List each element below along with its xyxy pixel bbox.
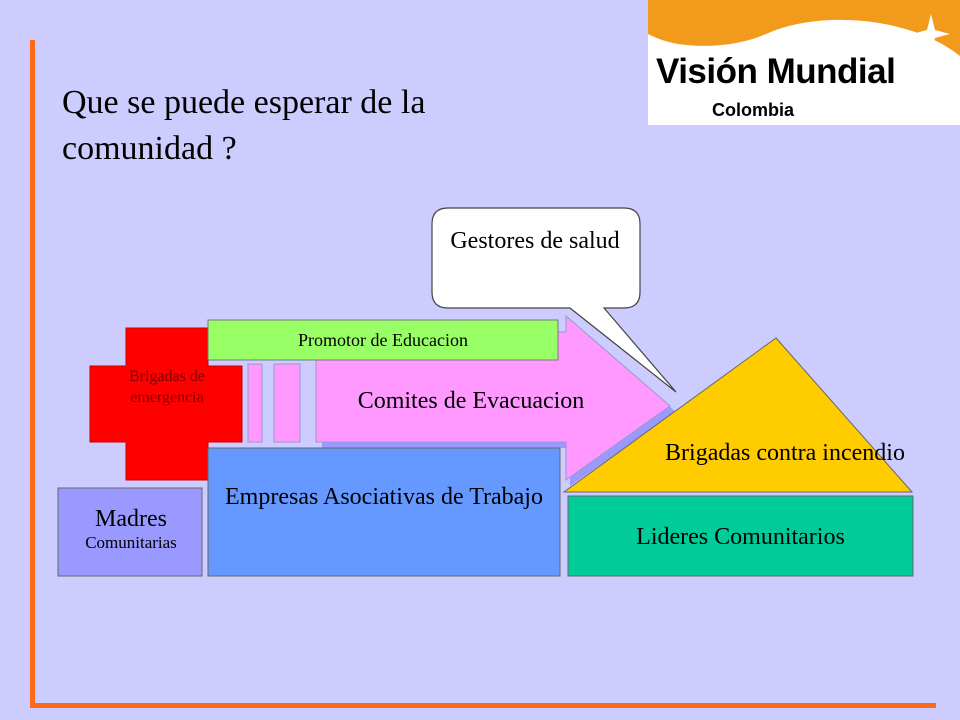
madres-box (57, 487, 203, 577)
madres-label: Madres Comunitarias (58, 506, 204, 553)
star-icon (912, 14, 950, 54)
logo-country: Colombia (712, 100, 795, 120)
empresas-label: Empresas Asociativas de Trabajo (225, 484, 543, 510)
empresas-box (207, 447, 561, 577)
slide-frame-bottom (30, 703, 936, 708)
madres-label-line1: Madres (95, 506, 167, 532)
lideres-label: Lideres Comunitarios (636, 524, 845, 550)
brigadas-incendio-label: Brigadas contra incendio (665, 440, 905, 466)
promotor-box (207, 319, 559, 361)
callout-label: Gestores de salud (450, 228, 620, 254)
promotor-label: Promotor de Educacion (298, 330, 468, 350)
slide-frame-left (30, 40, 35, 708)
triangle-label-clip: Brigadas contra incendio (560, 420, 920, 492)
brigadas-incendio-triangle (562, 337, 914, 493)
arrow-stripe (273, 363, 301, 443)
logo-swoosh-icon (648, 0, 960, 56)
arrow-stripe (247, 363, 263, 443)
vision-mundial-logo: Visión Mundial Colombia (648, 0, 960, 125)
comites-label: Comites de Evacuacion (357, 388, 585, 414)
slide-title: Que se puede esperar de la comunidad ? (62, 84, 426, 167)
madres-label-line2: Comunitarias (85, 533, 177, 552)
lideres-box (567, 495, 914, 577)
logo-name: Visión Mundial (656, 52, 896, 91)
brigadas-emergencia-label: Brigadas de emergencia (129, 368, 205, 406)
gestores-callout (431, 207, 677, 393)
